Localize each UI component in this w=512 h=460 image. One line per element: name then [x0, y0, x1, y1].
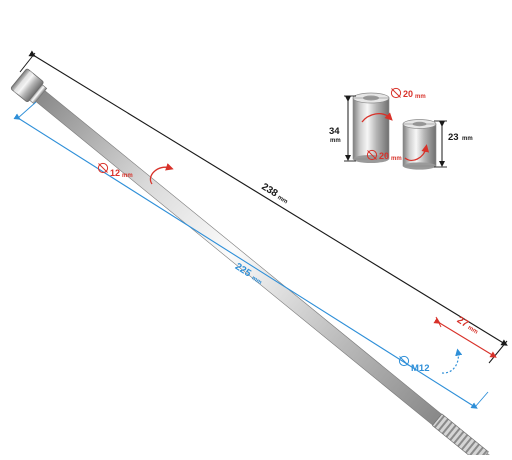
spacer-small-diameter-callout: 20 mm	[366, 144, 430, 162]
shaft-diameter-callout: 12 mm	[97, 162, 174, 185]
thread-length-value: 27	[455, 315, 471, 330]
diameter-symbol-icon	[390, 87, 402, 99]
rotation-arrow-icon	[404, 144, 430, 162]
spacer-small-height-unit: mm	[462, 136, 473, 142]
threaded-end	[432, 413, 491, 460]
overall-length-unit: mm	[276, 195, 288, 206]
diameter-symbol-icon	[366, 149, 378, 161]
overall-length-dimension: 238 mm	[19, 50, 508, 364]
shaft-diameter-value: 12	[110, 168, 120, 178]
shaft-length-unit: mm	[250, 275, 262, 286]
spacer-small-height-value: 23	[448, 132, 459, 143]
thread-length-dimension: 27 mm	[433, 315, 497, 358]
rotation-arrow-icon	[361, 112, 393, 123]
spacer-large-diameter-value: 20	[403, 89, 413, 99]
rotation-arrow-icon	[441, 348, 463, 374]
spacer-large-height-value: 34	[329, 126, 340, 137]
diameter-symbol-icon	[97, 162, 109, 174]
thread-size-callout: M12	[398, 348, 463, 374]
spacer-large-height-dimension: 34 mm	[329, 95, 356, 162]
thread-length-unit: mm	[466, 325, 478, 336]
spacer-large-diameter-callout: 20 mm	[361, 87, 426, 123]
rotation-arrow-icon	[149, 163, 174, 185]
spacer-small-diameter-unit: mm	[391, 156, 402, 162]
spacer-large	[352, 92, 390, 163]
overall-length-value: 238	[259, 181, 279, 199]
spacer-large-height-unit: mm	[330, 138, 341, 144]
shaft-diameter-unit: mm	[122, 173, 133, 179]
spacer-small	[402, 119, 437, 170]
thread-size-value: M12	[411, 363, 429, 374]
spacer-small-height-dimension: 23 mm	[434, 120, 473, 168]
spacer-small-diameter-value: 20	[379, 151, 389, 161]
diameter-symbol-icon	[398, 355, 410, 367]
spacer-large-diameter-unit: mm	[415, 94, 426, 100]
